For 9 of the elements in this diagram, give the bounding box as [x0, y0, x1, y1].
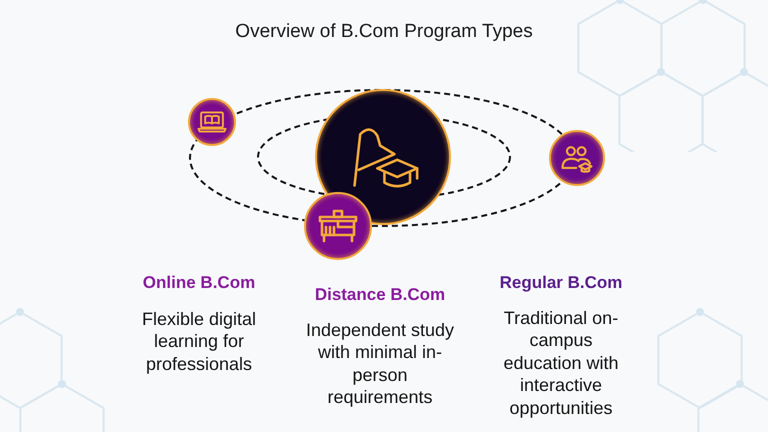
program-heading: Online B.Com — [142, 272, 256, 294]
program-description: Independent study with minimal in-person requirements — [304, 319, 456, 409]
icon-circle — [315, 89, 451, 225]
icon-circle — [188, 98, 236, 146]
diagram-title: Overview of B.Com Program Types — [235, 20, 533, 44]
program-description: Traditional on-campus education with interactive opportunities — [502, 307, 620, 420]
program-heading: Regular B.Com — [500, 272, 622, 294]
program-heading: Distance B.Com — [314, 284, 446, 306]
program-description: Flexible digital learning for professionals — [140, 308, 258, 376]
